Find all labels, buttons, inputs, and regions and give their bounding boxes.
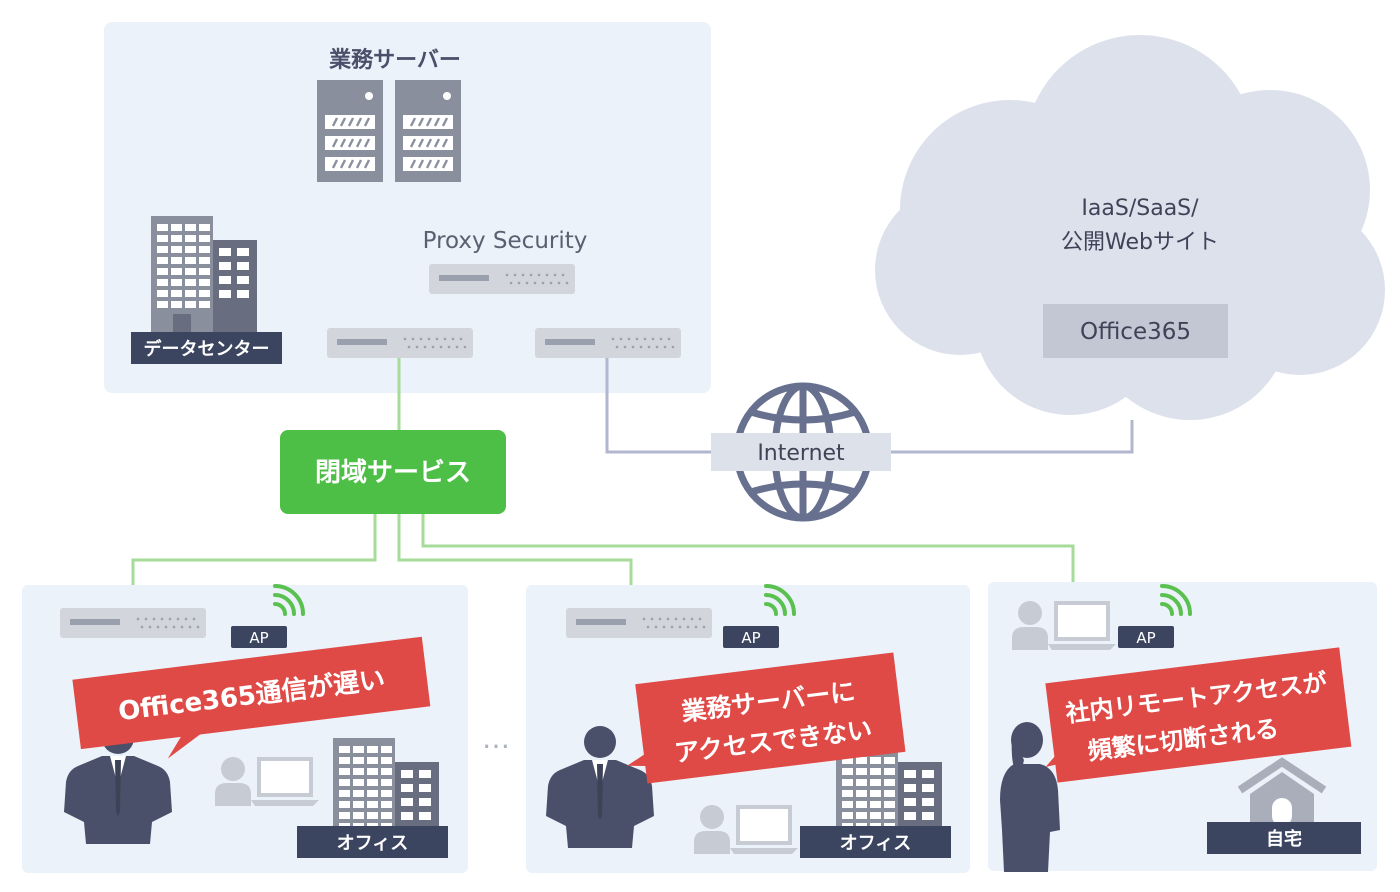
server-icon (315, 78, 385, 184)
complaint-bubble: 社内リモートアクセスが 頻繁に切断される (1045, 647, 1352, 783)
place-label-box (1207, 822, 1361, 854)
router-icon (60, 608, 206, 638)
cloud-shape (875, 35, 1385, 420)
businesswoman-icon (1000, 722, 1060, 872)
closed-service-label: 閉域サービス (315, 458, 471, 488)
internet-lines (605, 358, 1134, 454)
ellipsis: … (482, 722, 510, 755)
place-label: オフィス (840, 833, 912, 854)
closed-network-lines (131, 358, 1075, 610)
place-label-box (297, 826, 448, 858)
place-label-box (800, 826, 951, 858)
cloud-title-line1: IaaS/SaaS/ (1081, 196, 1199, 221)
datacenter-label: データセンター (144, 338, 270, 360)
ap-badge (231, 626, 287, 648)
router-icon (566, 608, 712, 638)
internet-label: Internet (757, 441, 845, 466)
closed-service-box (280, 430, 506, 514)
office365-label: Office365 (1080, 319, 1191, 345)
internet-label-box (711, 433, 891, 471)
complaint-bubble: Office365通信が遅い (72, 636, 431, 759)
router-icon (535, 328, 681, 358)
server-icon (393, 78, 463, 184)
ap-label: AP (741, 629, 760, 647)
place-label: 自宅 (1266, 828, 1302, 850)
place-label: オフィス (337, 833, 409, 854)
ap-label: AP (1136, 629, 1155, 647)
house-icon (1237, 757, 1327, 826)
ap-badge (1118, 626, 1174, 648)
ap-label: AP (249, 629, 268, 647)
ap-badge (723, 626, 779, 648)
servers-label: 業務サーバー (329, 47, 461, 73)
datacenter-label-box (131, 332, 282, 364)
complaint-bubble: 業務サーバーに アクセスできない (627, 652, 906, 784)
proxy-security-label: Proxy Security (423, 228, 588, 254)
office365-box (1043, 304, 1228, 358)
proxy-appliance-icon (429, 264, 575, 294)
cloud-title-line2: 公開Webサイト (1061, 230, 1219, 255)
router-icon (327, 328, 473, 358)
